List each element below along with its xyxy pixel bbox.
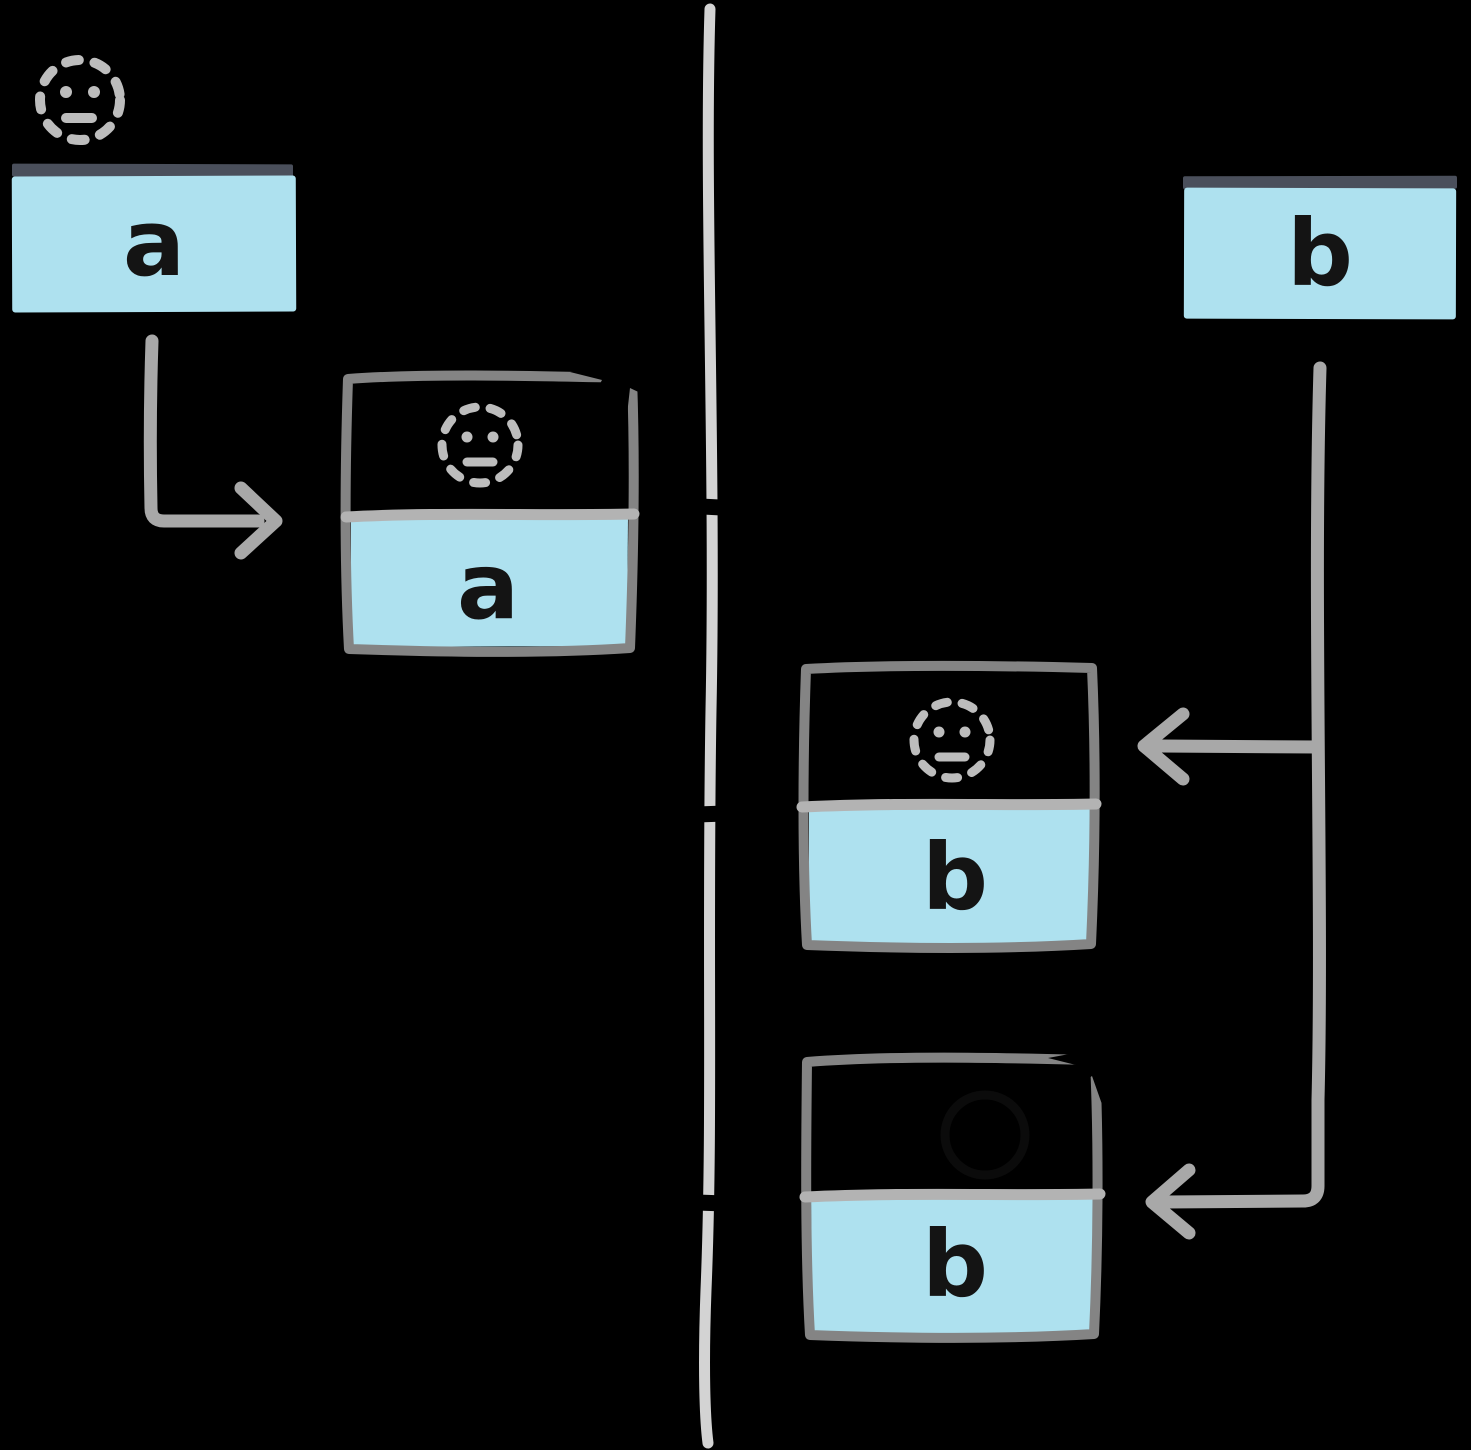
- actor-b-label: b: [1286, 199, 1354, 307]
- frame-a-label-wrap: a: [378, 527, 598, 647]
- frame-b1-separator: [796, 798, 1102, 813]
- ink-starburst-icon: [1048, 1010, 1148, 1110]
- frame-b2-blue-fill: [811, 1196, 1094, 1334]
- timeline-tick-3: [685, 1194, 737, 1212]
- frame-b1-border: [798, 660, 1100, 953]
- actor-a-body: a: [11, 175, 297, 313]
- frame-a-blue-fill: [351, 516, 628, 647]
- timeline-tick-1: [685, 498, 737, 516]
- frame-a-label: a: [456, 533, 520, 640]
- frame-b2-label-wrap: b: [845, 1205, 1065, 1325]
- frame-b1-label: b: [922, 824, 988, 931]
- frame-b2-separator: [799, 1188, 1106, 1203]
- timeline-line: [685, 3, 737, 1449]
- frame-b1-blue-fill: [809, 806, 1090, 944]
- ink-circle-icon: [940, 1090, 1030, 1180]
- dotted-circle-face-icon: [437, 402, 523, 488]
- frame-a-graphic: [340, 370, 640, 657]
- frame-b2-graphic: [799, 1052, 1106, 1343]
- frame-b1-label-wrap: b: [845, 818, 1065, 938]
- ink-starburst-icon: [570, 324, 670, 424]
- dotted-circle-face-icon: [909, 697, 995, 783]
- arrow-a-to-frame: [143, 334, 283, 560]
- arrow-b-trunk: [1137, 361, 1327, 1240]
- frame-b2-label: b: [922, 1211, 988, 1318]
- frame-b1-graphic: [796, 660, 1102, 953]
- dotted-circle-face-icon: [35, 55, 125, 145]
- actor-b-body: b: [1183, 187, 1457, 320]
- actor-a-label: a: [122, 189, 186, 298]
- arrow-branch-mid-right: [1153, 739, 1325, 754]
- frame-a-separator: [340, 508, 640, 523]
- frame-b2-border: [801, 1052, 1103, 1343]
- frame-a-border: [340, 370, 639, 657]
- arrowhead-to-bottom-right: [1145, 1163, 1196, 1240]
- arrowhead-to-mid-right: [1137, 707, 1190, 786]
- timeline-tick-2: [685, 805, 737, 823]
